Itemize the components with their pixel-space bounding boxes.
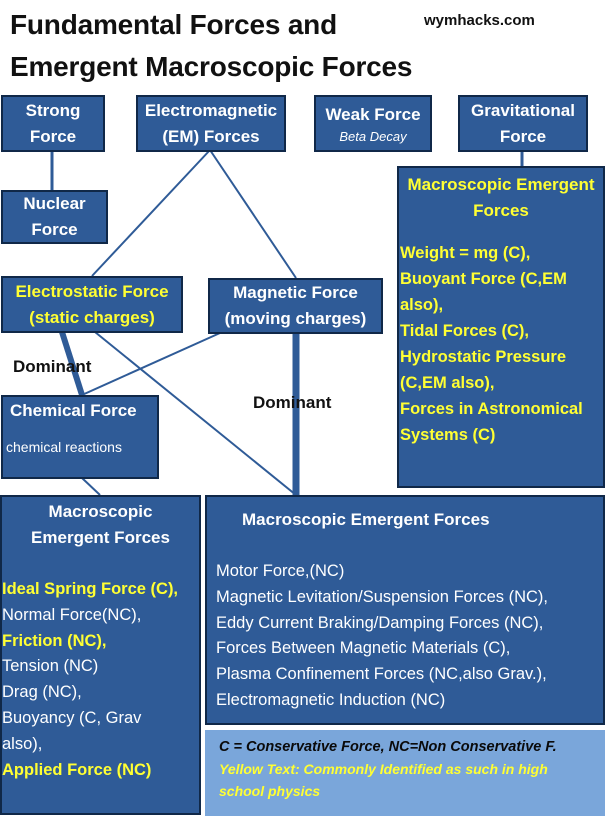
grav-emergent-item: Buoyant Force (C,EM xyxy=(400,270,567,288)
grav-emergent-item: Systems (C) xyxy=(400,426,496,444)
legend-line3: school physics xyxy=(219,783,321,799)
grav-force-line1: Gravitational xyxy=(471,100,575,120)
legend-box: C = Conservative Force, NC=Non Conservat… xyxy=(205,730,605,816)
weak-force-sub: Beta Decay xyxy=(339,128,407,144)
strong-force-line1: Strong xyxy=(25,100,81,120)
legend-line2: Yellow Text: Commonly Identified as such… xyxy=(219,761,548,777)
grav-emergent-box: Macroscopic Emergent Forces Weight = mg … xyxy=(397,166,605,488)
mag-emergent-item: Plasma Confinement Forces (NC,also Grav.… xyxy=(216,665,547,684)
em-force-line2: (EM) Forces xyxy=(162,126,260,146)
grav-emergent-heading: Macroscopic Emergent Forces xyxy=(399,168,603,224)
em-force-box: Electromagnetic (EM) Forces xyxy=(136,95,286,152)
chem-emergent-heading-line1: Macroscopic xyxy=(48,502,153,521)
chem-emergent-item: Normal Force(NC), xyxy=(2,605,142,624)
grav-force-box: Gravitational Force xyxy=(458,95,588,152)
grav-emergent-heading-line2: Forces xyxy=(473,201,529,220)
strong-force-box: Strong Force xyxy=(1,95,105,152)
electrostatic-line2: (static charges) xyxy=(29,307,155,327)
magnetic-line2: (moving charges) xyxy=(224,309,367,328)
grav-emergent-item: Weight = mg (C), xyxy=(400,244,531,262)
connector-magnetic-chemical xyxy=(81,332,221,396)
magnetic-force-box: Magnetic Force (moving charges) xyxy=(208,278,383,334)
dominant-label-left: Dominant xyxy=(13,357,92,376)
grav-emergent-item: (C,EM also), xyxy=(400,374,495,392)
site-label: wymhacks.com xyxy=(424,12,535,29)
chem-emergent-heading-line2: Emergent Forces xyxy=(31,528,170,547)
chemical-force-sub: chemical reactions xyxy=(6,439,122,455)
mag-emergent-item: Electromagnetic Induction (NC) xyxy=(216,690,446,709)
chem-emergent-item: Applied Force (NC) xyxy=(2,760,152,779)
legend-line1: C = Conservative Force, NC=Non Conservat… xyxy=(219,739,557,755)
em-force-line1: Electromagnetic xyxy=(144,100,278,120)
mag-emergent-box: Macroscopic Emergent Forces Motor Force,… xyxy=(205,495,605,725)
dominant-label-right: Dominant xyxy=(253,393,332,412)
chem-emergent-item: Ideal Spring Force (C), xyxy=(2,580,179,598)
grav-emergent-item: also), xyxy=(400,296,444,314)
grav-emergent-item: Hydrostatic Pressure xyxy=(400,348,566,366)
chem-emergent-item: Buoyancy (C, Grav xyxy=(2,708,142,727)
title-line-1: Fundamental Forces and xyxy=(10,9,337,40)
chemical-force-box: Chemical Force chemical reactions xyxy=(1,395,159,479)
nuclear-force-line1: Nuclear xyxy=(23,194,86,213)
weak-force-box: Weak Force Beta Decay xyxy=(314,95,432,152)
title-line-2: Emergent Macroscopic Forces xyxy=(10,51,413,82)
chem-emergent-list: Ideal Spring Force (C), Normal Force(NC)… xyxy=(2,551,199,783)
grav-emergent-item: Forces in Astronomical xyxy=(400,400,583,418)
connector-chemical-chem-emergent xyxy=(81,477,101,496)
mag-emergent-item: Forces Between Magnetic Materials (C), xyxy=(216,639,511,658)
strong-force-line2: Force xyxy=(29,126,77,146)
grav-force-line2: Force xyxy=(499,126,547,146)
grav-emergent-heading-line1: Macroscopic Emergent xyxy=(407,175,595,194)
mag-emergent-heading: Macroscopic Emergent Forces xyxy=(242,510,490,529)
connector-em-magnetic xyxy=(209,149,297,279)
chem-emergent-item: Drag (NC), xyxy=(2,683,82,702)
mag-emergent-list: Motor Force,(NC) Magnetic Levitation/Sus… xyxy=(207,533,603,714)
chem-emergent-item: Friction (NC), xyxy=(2,631,107,650)
chem-emergent-item: also), xyxy=(2,734,43,753)
nuclear-force-line2: Force xyxy=(31,220,78,239)
nuclear-force-box: Nuclear Force xyxy=(1,190,108,244)
chem-emergent-box: Macroscopic Emergent Forces Ideal Spring… xyxy=(0,495,201,815)
weak-force-line1: Weak Force xyxy=(325,104,421,124)
chem-emergent-heading: Macroscopic Emergent Forces xyxy=(2,497,199,551)
electrostatic-line1: Electrostatic Force xyxy=(15,281,169,301)
mag-emergent-item: Eddy Current Braking/Damping Forces (NC)… xyxy=(216,613,544,632)
electrostatic-force-box: Electrostatic Force (static charges) xyxy=(1,276,183,333)
page-title: Fundamental Forces and Emergent Macrosco… xyxy=(10,4,470,88)
mag-emergent-item: Magnetic Levitation/Suspension Forces (N… xyxy=(216,587,548,606)
grav-emergent-list: Weight = mg (C), Buoyant Force (C,EM als… xyxy=(399,224,603,448)
chemical-force-title: Chemical Force xyxy=(10,401,137,420)
connector-em-electrostatic xyxy=(91,149,211,277)
mag-emergent-item: Motor Force,(NC) xyxy=(216,562,345,580)
magnetic-line1: Magnetic Force xyxy=(233,283,358,302)
grav-emergent-item: Tidal Forces (C), xyxy=(400,322,529,340)
chem-emergent-item: Tension (NC) xyxy=(2,657,99,676)
